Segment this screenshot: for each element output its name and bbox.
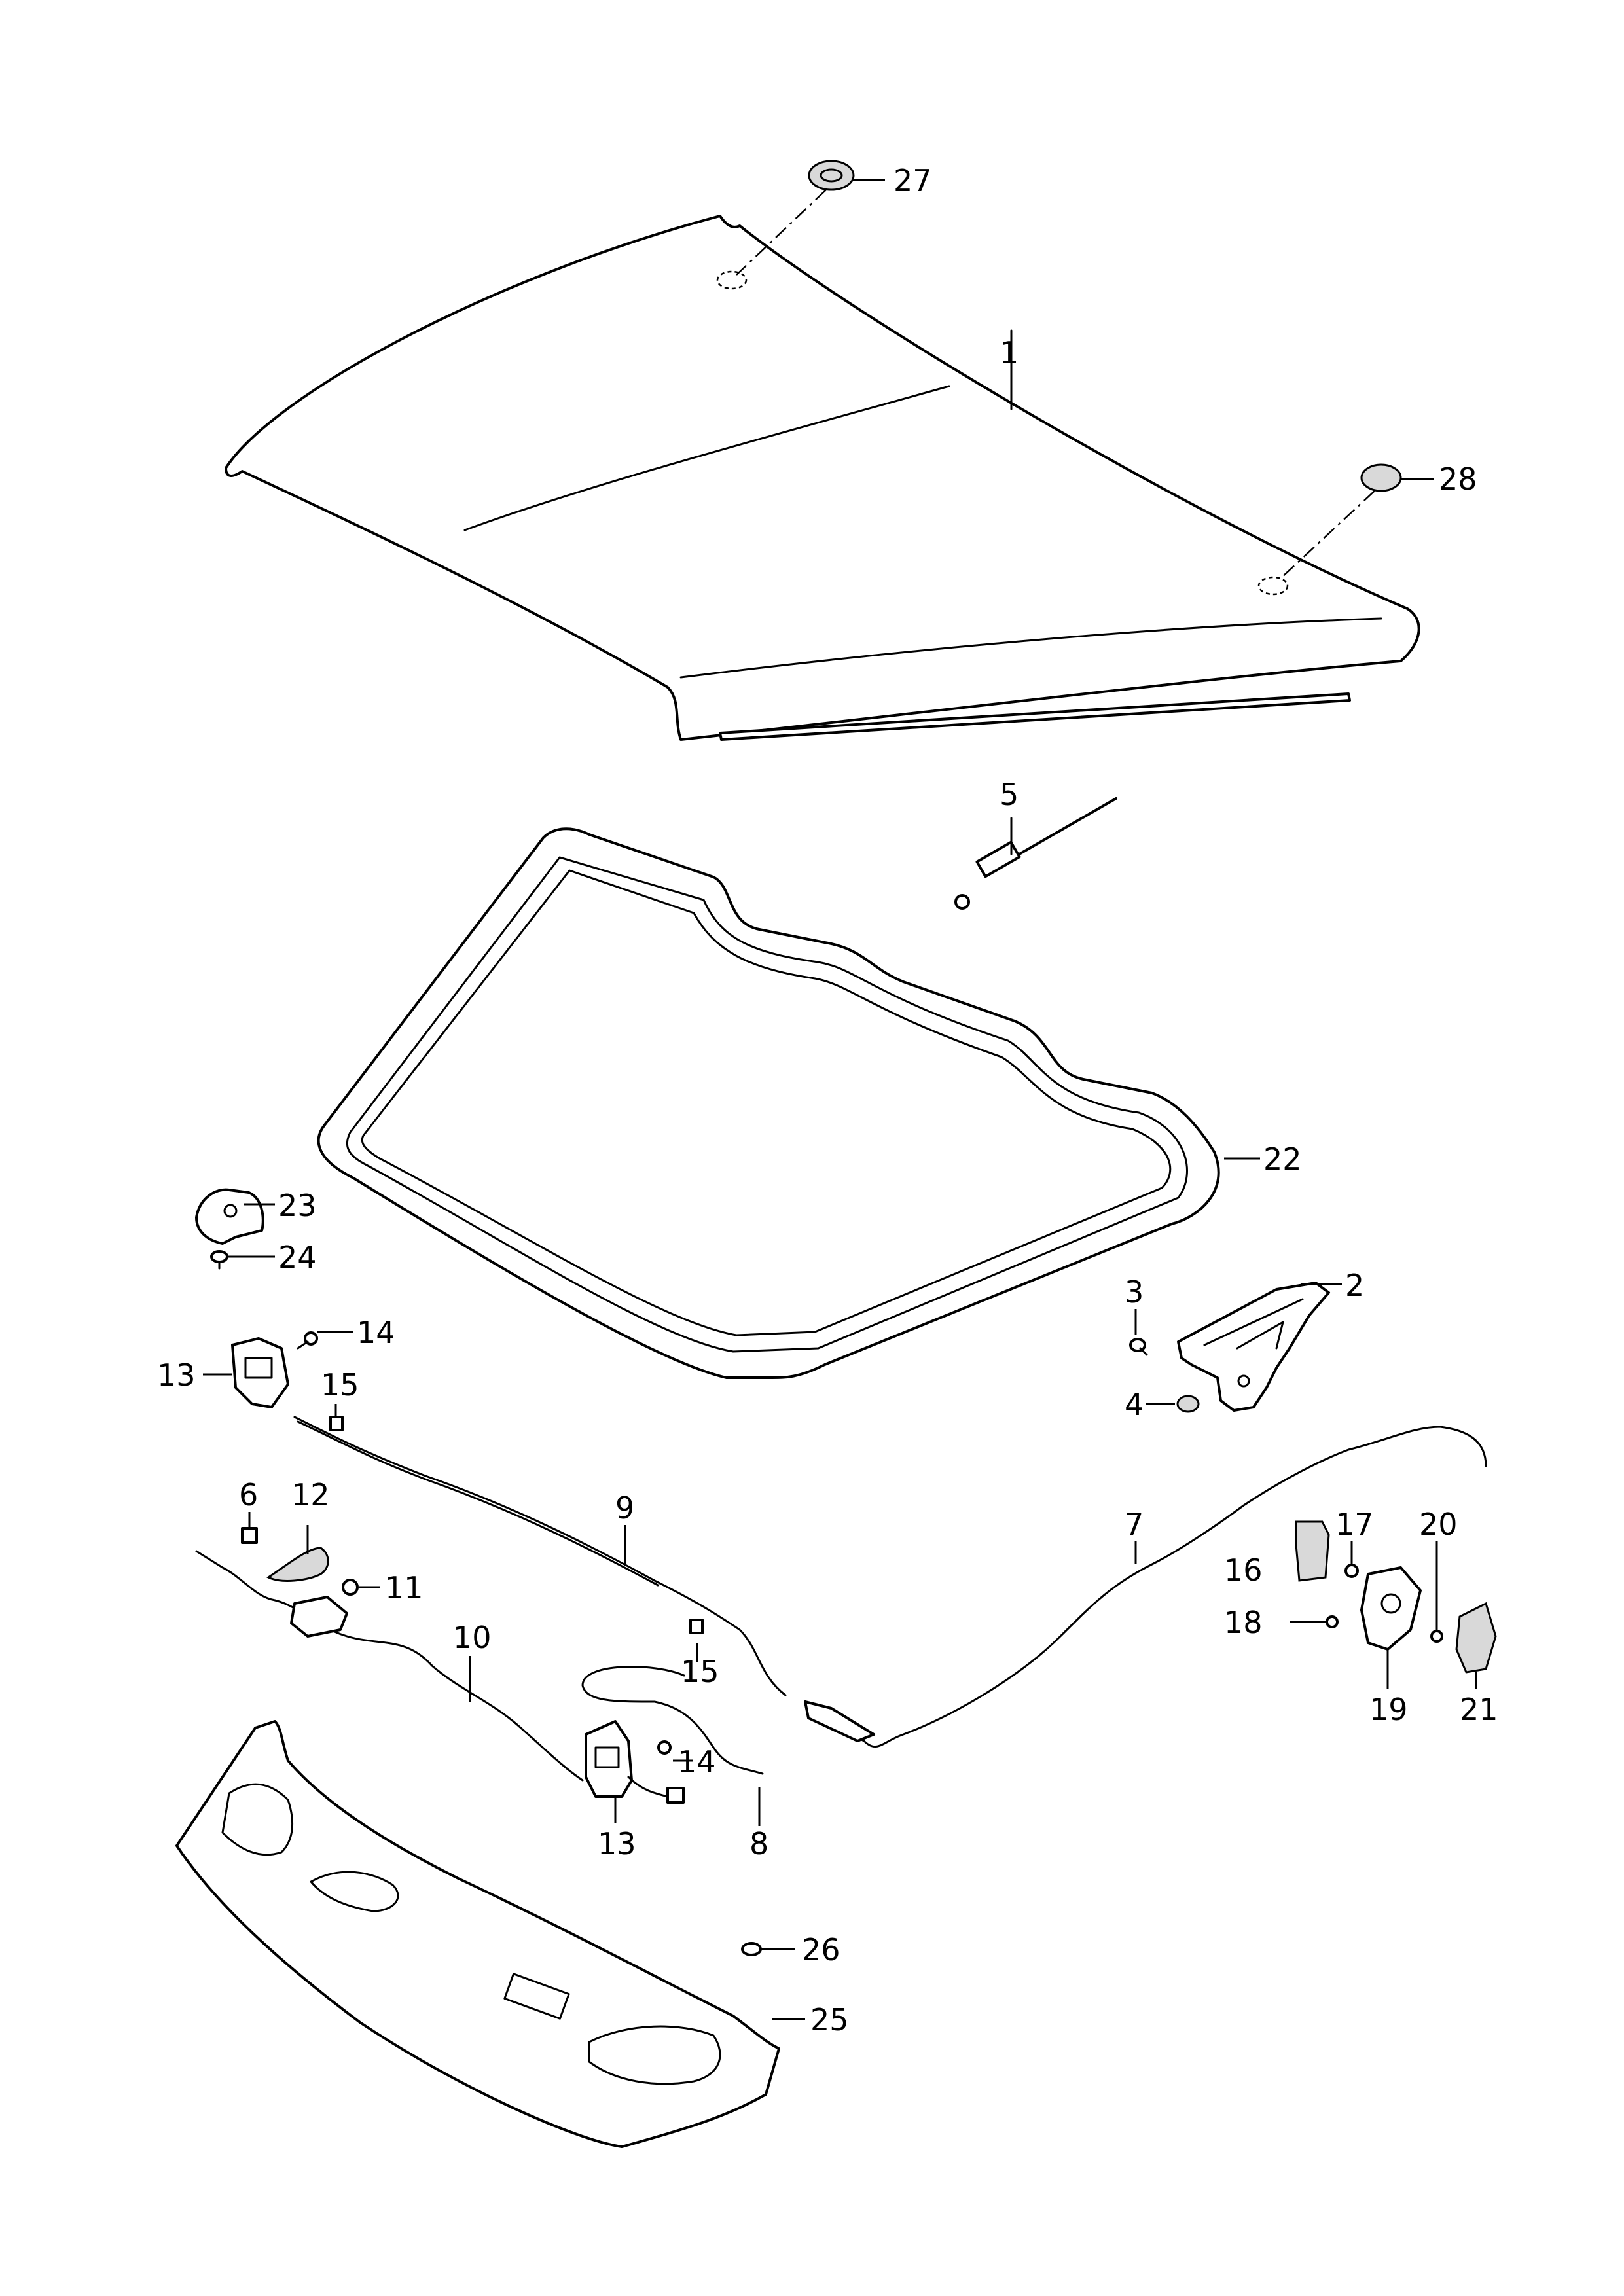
cover-21-part bbox=[1455, 1602, 1497, 1674]
actuator-16-part bbox=[1295, 1520, 1330, 1582]
callout-3: 3 bbox=[1125, 1274, 1144, 1310]
hinge-part bbox=[1177, 1282, 1330, 1412]
callout-22: 22 bbox=[1263, 1141, 1302, 1177]
plug-28-part bbox=[1257, 463, 1402, 596]
callout-23: 23 bbox=[278, 1188, 317, 1223]
clip-26-part bbox=[741, 1942, 762, 1956]
callout-7: 7 bbox=[1125, 1507, 1144, 1542]
callout-15-lower: 15 bbox=[681, 1654, 719, 1689]
lock-19-part bbox=[1360, 1566, 1422, 1651]
screw-24-part bbox=[210, 1250, 228, 1270]
nut-11-part bbox=[342, 1579, 359, 1596]
screw-18-part bbox=[1326, 1615, 1339, 1628]
callout-20: 20 bbox=[1419, 1507, 1458, 1542]
callout-11: 11 bbox=[385, 1570, 424, 1605]
boot-lid-part bbox=[225, 215, 1420, 741]
cable-7-part bbox=[804, 1426, 1487, 1748]
callout-12: 12 bbox=[291, 1477, 330, 1513]
screw-17-part bbox=[1344, 1564, 1359, 1578]
callout-27: 27 bbox=[893, 163, 932, 198]
callout-13-lower: 13 bbox=[598, 1826, 636, 1861]
callout-15-upper: 15 bbox=[321, 1367, 359, 1403]
lock-catch-23-part bbox=[195, 1188, 264, 1245]
cable-10-part bbox=[195, 1550, 584, 1782]
lock-13-lower-part bbox=[585, 1720, 685, 1804]
callout-17: 17 bbox=[1335, 1507, 1374, 1542]
bolt-14-lower-part bbox=[657, 1740, 672, 1755]
callout-10: 10 bbox=[453, 1620, 492, 1655]
callout-19: 19 bbox=[1369, 1692, 1408, 1727]
gas-strut-part bbox=[954, 797, 1117, 910]
cable-9-part bbox=[293, 1416, 787, 1696]
lock-13-upper-part bbox=[231, 1337, 289, 1408]
callout-4: 4 bbox=[1125, 1387, 1144, 1422]
callout-8: 8 bbox=[749, 1826, 768, 1861]
callout-18: 18 bbox=[1224, 1605, 1263, 1640]
callout-5: 5 bbox=[1000, 777, 1019, 812]
trim-panel-part bbox=[175, 1720, 780, 2148]
callout-9: 9 bbox=[615, 1490, 634, 1526]
callout-13-upper: 13 bbox=[157, 1357, 196, 1393]
leader-lines bbox=[203, 179, 1477, 2020]
callout-21: 21 bbox=[1460, 1692, 1498, 1727]
callout-25: 25 bbox=[810, 2002, 849, 2037]
callout-28: 28 bbox=[1439, 461, 1477, 497]
callout-14-lower: 14 bbox=[677, 1744, 716, 1780]
plug-27-part bbox=[716, 160, 855, 290]
bolt-20-part bbox=[1430, 1630, 1443, 1643]
bolt-14-upper-part bbox=[297, 1331, 318, 1350]
clip-15-lower-part bbox=[689, 1619, 704, 1634]
clip-15-upper-part bbox=[329, 1416, 344, 1431]
callout-14-upper: 14 bbox=[357, 1315, 395, 1350]
seal-part bbox=[317, 827, 1220, 1379]
nut-4-part bbox=[1176, 1395, 1200, 1413]
callout-1: 1 bbox=[1000, 335, 1019, 370]
bolt-3-part bbox=[1129, 1338, 1148, 1356]
handle-12-part bbox=[266, 1547, 329, 1582]
clip-6-part bbox=[241, 1527, 258, 1544]
callout-24: 24 bbox=[278, 1240, 317, 1275]
callout-2: 2 bbox=[1345, 1268, 1364, 1303]
callout-6: 6 bbox=[239, 1477, 258, 1513]
callout-16: 16 bbox=[1224, 1552, 1263, 1588]
callout-labels: 27 1 28 5 22 2 3 4 23 24 14 13 15 9 6 12… bbox=[157, 163, 1498, 2037]
callout-26: 26 bbox=[802, 1932, 840, 1967]
cable-8-part bbox=[581, 1665, 764, 1775]
